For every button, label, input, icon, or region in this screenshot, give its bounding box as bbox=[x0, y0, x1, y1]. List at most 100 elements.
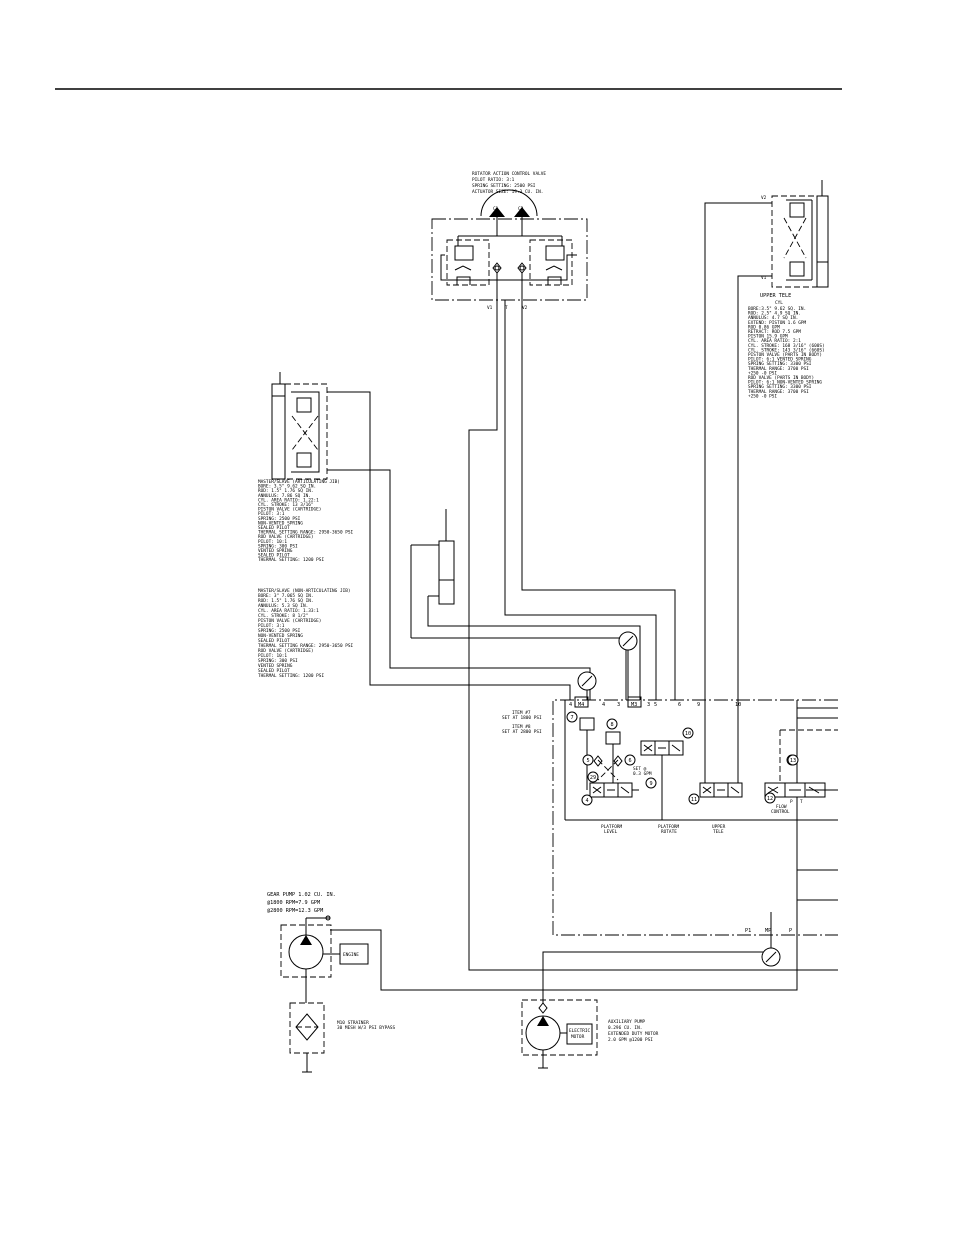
gear-pump-line-3: @2800 RPM=12.3 GPM bbox=[267, 908, 323, 914]
manifold-port-5: M3 bbox=[631, 702, 637, 708]
master-nonart-spec-12: THERMAL SETTING RANGE: 2950-3650 PSI bbox=[258, 643, 354, 649]
upper-tele-title: UPPER TELE bbox=[760, 293, 791, 299]
manifold-port-9: 9 bbox=[697, 702, 700, 708]
item7-label: ITEM #7 bbox=[512, 710, 531, 716]
item7-set: SET AT 1800 PSI bbox=[502, 715, 542, 721]
rotator-title: ROTATOR ACTION CONTROL VALVE bbox=[472, 171, 546, 177]
upper-tele-label-1: UPPER bbox=[712, 824, 726, 830]
master-nonart-spec-15: SPRING: 300 PSI bbox=[258, 658, 298, 664]
platform-rotate-label-2: ROTATE bbox=[661, 829, 677, 835]
master-art-spec-18: THERMAL SETTING: 1200 PSI bbox=[258, 557, 324, 563]
manifold-port-8: 6 bbox=[678, 702, 681, 708]
aux-pump-line-4: 2.0 GPM @1200 PSI bbox=[608, 1037, 653, 1043]
master-art-spec-12: THERMAL SETTING RANGE: 2950-3650 PSI bbox=[258, 530, 354, 536]
callout-number-29: 29 bbox=[590, 775, 596, 781]
callout-number-7: 7 bbox=[570, 715, 573, 721]
rotator-spring: SPRING SETTING: 2500 PSI bbox=[472, 183, 536, 189]
upper-tele-spec-14: THERMAL RANGE: 3700 PSI bbox=[748, 366, 809, 372]
platform-level-label-1: PLATFORM bbox=[601, 824, 623, 830]
master-art-spec-9: SPRING: 2500 PSI bbox=[258, 516, 301, 522]
manifold-outline bbox=[552, 699, 838, 936]
callout-circle-10 bbox=[682, 727, 694, 739]
upper-tele-spec-13: SPRING SETTING: 3300 PSI bbox=[748, 361, 812, 367]
platform-rotate-label-1: PLATFORM bbox=[658, 824, 680, 830]
set-flow-2: 0.3 GPM bbox=[633, 771, 652, 777]
upper-tele-spec-3: ANNULUS: 4.7 SQ IN. bbox=[748, 315, 798, 321]
master-art-spec-5: CYL. AREA RATIO: 1.22:1 bbox=[258, 497, 319, 503]
aux-pump-box bbox=[521, 999, 598, 1056]
callout-circle-7 bbox=[566, 711, 578, 723]
callout-number-11: 11 bbox=[691, 797, 697, 803]
master-nonart-spec-18: THERMAL SETTING: 1200 PSI bbox=[258, 673, 324, 679]
master-nonart-spec-16: VENTED SPRING bbox=[258, 663, 293, 669]
master-art-spec-2: BORE: 3.5" 9.62 SQ IN. bbox=[258, 484, 316, 490]
master-nonart-spec-14: PILOT: 10:1 bbox=[258, 653, 287, 659]
master-nonart-spec-2: BORE: 3" 7.065 SQ IN. bbox=[258, 593, 314, 599]
master-nonart-spec-11: SEALED PILOT bbox=[258, 638, 290, 644]
callout-circle-29 bbox=[587, 771, 599, 783]
master-art-spec-10: NON-VENTED SPRING bbox=[258, 520, 303, 526]
callout-number-5: 5 bbox=[586, 758, 589, 764]
master-nonart-spec-3: ROD: 1.5" 1.76 SQ IN. bbox=[258, 598, 314, 604]
callout-circle-6 bbox=[624, 754, 636, 766]
manifold-port-6: 3 bbox=[647, 702, 650, 708]
callout-number-13: 13 bbox=[790, 758, 796, 764]
master-nonart-spec-8: PILOT: 3:1 bbox=[258, 623, 285, 629]
rotator-pilot: PILOT RATIO: 3:1 bbox=[472, 177, 515, 183]
callout-number-9: 9 bbox=[649, 781, 652, 787]
manifold-port-7: 5 bbox=[654, 702, 657, 708]
rotator-v2: V2 bbox=[522, 305, 528, 311]
master-articulating-specs: MASTER/SLAVE (ARTICULATING JIB)BORE: 3.5… bbox=[258, 479, 354, 563]
callout-number-4: 4 bbox=[585, 798, 588, 804]
rotator-t: T bbox=[505, 305, 508, 311]
upper-tele-spec-17: PILOT: 6:1 NON-VENTED SPRING bbox=[748, 380, 822, 386]
electric-motor-label-1: ELECTRIC bbox=[569, 1028, 591, 1034]
manifold-port-4: 3 bbox=[617, 702, 620, 708]
manifold-port-2: M4 bbox=[578, 702, 584, 708]
callout-number-10: 10 bbox=[685, 731, 691, 737]
master-art-spec-13: ROD VALVE (CARTRIDGE) bbox=[258, 534, 314, 540]
upper-tele-spec-16: ROD VALVE (PARTS IN BODY) bbox=[748, 375, 814, 381]
callout-circle-12 bbox=[764, 792, 776, 804]
upper-tele-spec-20: +250 -0 PSI bbox=[748, 393, 777, 399]
rotator-left-cartridge bbox=[446, 239, 490, 286]
master-nonart-spec-4: ANNULUS: 5.3 SQ IN. bbox=[258, 603, 308, 609]
master-slave-cylinder bbox=[271, 372, 328, 480]
master-art-spec-16: VENTED SPRING bbox=[258, 548, 293, 554]
callout-number-12: 12 bbox=[767, 796, 773, 802]
strainer-group: M10 STRAINER 30 MESH W/3 PSI BYPASS bbox=[289, 1002, 396, 1073]
master-nonart-spec-17: SEALED PILOT bbox=[258, 668, 290, 674]
master-nonarticulating-specs: MASTER/SLAVE (NON-ARTICULATING JIB)BORE:… bbox=[258, 588, 354, 679]
electric-motor-box bbox=[566, 1023, 593, 1045]
callout-circle-9 bbox=[645, 777, 657, 789]
rotator-valve: C1 C2 V1 T V2 bbox=[431, 189, 588, 311]
strainer-sub: 30 MESH W/3 PSI BYPASS bbox=[337, 1025, 396, 1031]
gear-pump-line-2: @1800 RPM=7.9 GPM bbox=[267, 900, 320, 906]
callout-circle-13 bbox=[787, 754, 799, 766]
rotator-valve-label: ROTATOR ACTION CONTROL VALVE PILOT RATIO… bbox=[472, 171, 546, 195]
upper-tele-spec-7: PISTON 15.9 GPM bbox=[748, 334, 788, 340]
rotator-actuator: ACTUATOR SIZE: 19.3 CU. IN. bbox=[472, 189, 543, 195]
master-art-spec-11: SEALED PILOT bbox=[258, 525, 290, 531]
master-art-spec-3: ROD: 1.5" 1.76 SQ IN. bbox=[258, 488, 314, 494]
master-art-spec-1: MASTER/SLAVE (ARTICULATING JIB) bbox=[258, 479, 340, 485]
m4-port-box bbox=[574, 696, 589, 708]
master-art-spec-8: PILOT: 3:1 bbox=[258, 511, 285, 517]
master-nonart-spec-9: SPRING: 2500 PSI bbox=[258, 628, 301, 634]
upper-tele-spec-19: THERMAL RANGE: 3700 PSI bbox=[748, 389, 809, 395]
slave-cylinder bbox=[410, 509, 455, 638]
master-art-spec-15: SPRING: 300 PSI bbox=[258, 543, 298, 549]
upper-tele-spec-10: CYL. STROKE: 143 3/16" (660S) bbox=[748, 347, 825, 353]
aux-pump-line-2: 0.296 CU. IN. bbox=[608, 1025, 642, 1031]
master-art-spec-14: PILOT: 10:1 bbox=[258, 539, 287, 545]
c2-port-arrow bbox=[514, 207, 530, 217]
upper-tele-v1: V1 bbox=[761, 275, 767, 281]
m3-port-box bbox=[627, 696, 642, 708]
upper-tele-spec-9: CYL. STROKE: 168 3/16" (600S) bbox=[748, 343, 825, 349]
manifold-port-1: 4 bbox=[569, 702, 572, 708]
callout-circle-8 bbox=[606, 718, 618, 730]
